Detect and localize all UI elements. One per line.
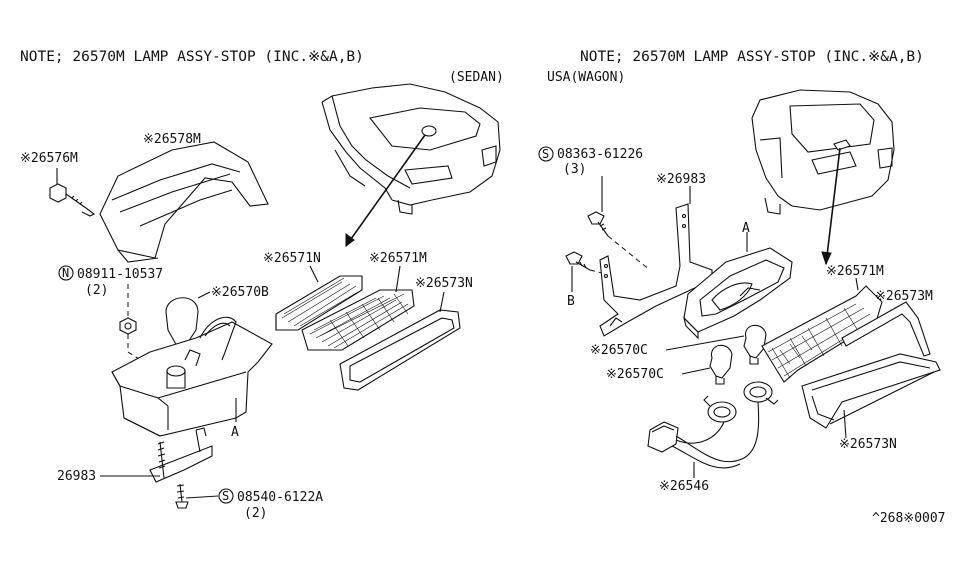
lens-26571N	[275, 275, 363, 331]
label-a-left: A	[231, 425, 239, 440]
circle-s-symbol-right: S	[538, 146, 554, 162]
bracket-26983-right	[599, 203, 713, 337]
bulb-26570C-upper	[743, 324, 767, 365]
label-nut-code: 08911-10537	[77, 267, 163, 282]
leader-26570B	[197, 291, 211, 299]
note-left: NOTE; 26570M LAMP ASSY-STOP (INC.※&A,B)	[20, 49, 364, 65]
wagon-arrow-head	[821, 251, 832, 266]
wagon-rear-illustration	[751, 89, 895, 215]
label-26546: ※26546	[659, 479, 709, 494]
label-26578M: ※26578M	[143, 132, 201, 147]
label-screw-code-left: 08540-6122A	[237, 490, 323, 505]
screw-08363-top	[587, 211, 609, 237]
label-screw-qty-right: (3)	[563, 162, 586, 177]
gasket-26573N-right	[801, 353, 941, 429]
label-26571M-right: ※26571M	[826, 264, 884, 279]
sedan-rear-illustration	[321, 83, 501, 215]
leader-26571M-left	[395, 265, 401, 293]
bracket-26983-left	[149, 427, 213, 509]
lamp-cover	[99, 141, 269, 263]
label-a-right: A	[742, 221, 750, 236]
circle-s-symbol-left: S	[218, 488, 234, 504]
leader-26571N	[309, 265, 319, 283]
label-26570C-lower: ※26570C	[606, 367, 664, 382]
bulb-26570C-lower	[709, 344, 733, 385]
leader-26570C-upper	[665, 335, 745, 351]
leader-26570C-lower	[681, 367, 711, 375]
note-right: NOTE; 26570M LAMP ASSY-STOP (INC.※&A,B)	[580, 49, 924, 65]
leader-screw-left	[185, 495, 219, 499]
bolt-26576M	[49, 183, 96, 217]
screw-dash-1	[607, 235, 651, 271]
label-26576M: ※26576M	[20, 151, 78, 166]
gasket-26573M	[841, 301, 931, 357]
diagram-code: ^268※0007	[872, 511, 946, 526]
lens-26571M-right	[761, 285, 883, 383]
circle-n-symbol: N	[58, 265, 74, 281]
label-26570B: ※26570B	[211, 285, 269, 300]
wagon-location-arrow	[825, 147, 841, 265]
leader-26573N-left	[439, 291, 445, 313]
svg-text:S: S	[222, 489, 229, 503]
sedan-arrow-head	[345, 233, 355, 247]
socket-upper	[743, 381, 779, 405]
label-nut-qty: (2)	[85, 283, 108, 298]
lens-26571M-left	[301, 289, 415, 351]
label-screw-code-right: 08363-61226	[557, 147, 643, 162]
leader-26571M-right	[855, 277, 859, 291]
nut-08911	[119, 284, 161, 373]
harness-26546	[647, 401, 760, 469]
variant-sedan: (SEDAN)	[449, 70, 504, 85]
screw-08363-b	[565, 251, 591, 271]
label-26573M: ※26573M	[875, 289, 933, 304]
svg-text:N: N	[62, 266, 69, 280]
leader-26573N-right	[843, 409, 847, 439]
label-screw-qty-left: (2)	[244, 506, 267, 521]
label-26983-right: ※26983	[656, 172, 706, 187]
label-26571M-left: ※26571M	[369, 251, 427, 266]
sedan-location-arrow	[345, 134, 426, 247]
label-26983-left: 26983	[57, 469, 96, 484]
svg-text:S: S	[542, 147, 549, 161]
variant-wagon: USA(WAGON)	[547, 70, 625, 85]
label-b: B	[567, 294, 575, 309]
lamp-housing-right	[682, 247, 793, 340]
label-26573N-left: ※26573N	[415, 276, 473, 291]
lamp-housing	[111, 316, 273, 437]
label-26573N-right: ※26573N	[839, 437, 897, 452]
label-26570C-upper: ※26570C	[590, 343, 648, 358]
socket-lower	[703, 395, 737, 423]
label-26571N: ※26571N	[263, 251, 321, 266]
